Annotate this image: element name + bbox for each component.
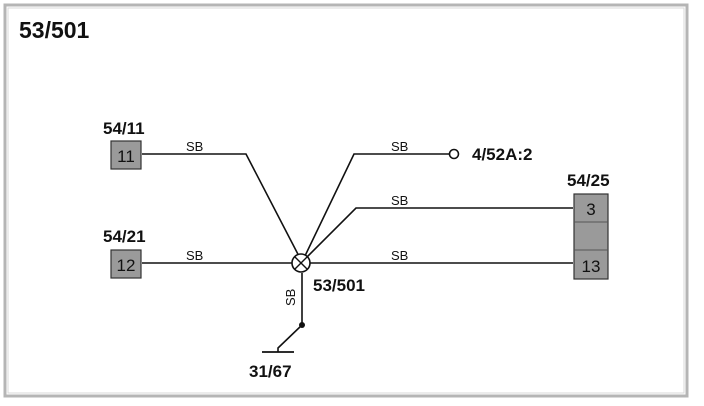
connector-label: 54/11 — [103, 119, 145, 138]
wire-label: SB — [391, 139, 408, 154]
splice-symbol — [291, 253, 311, 273]
splice-label: 53/501 — [313, 276, 365, 295]
connector-pin — [110, 140, 142, 170]
wire-label: SB — [283, 289, 298, 306]
pin-number: 12 — [117, 256, 136, 275]
wire-splice-to-terminal — [303, 153, 450, 259]
connector-label: 54/25 — [567, 171, 610, 190]
diagram-frame — [3, 3, 689, 398]
pin-number: 3 — [586, 200, 595, 219]
pin-number: 11 — [117, 147, 135, 166]
terminal-label: 4/52A:2 — [472, 145, 532, 164]
wire-splice-to-54-25-pin-3 — [305, 207, 573, 259]
diagram-title: 53/501 — [19, 17, 90, 43]
diagram-inner-frame — [7, 7, 685, 394]
connector-body — [573, 193, 609, 280]
wire-label: SB — [391, 248, 408, 263]
connector-label: 54/21 — [103, 227, 146, 246]
connector-pin — [110, 249, 142, 279]
pin-number: 13 — [582, 257, 601, 276]
junction-dot — [299, 322, 305, 328]
terminal-circle — [448, 148, 460, 160]
wire-label: SB — [186, 139, 203, 154]
wire-splice-to-ground — [277, 273, 303, 352]
wire-label: SB — [391, 193, 408, 208]
ground-label: 31/67 — [249, 362, 292, 381]
wire-54-11-to-splice — [142, 153, 303, 263]
wire-label: SB — [186, 248, 203, 263]
